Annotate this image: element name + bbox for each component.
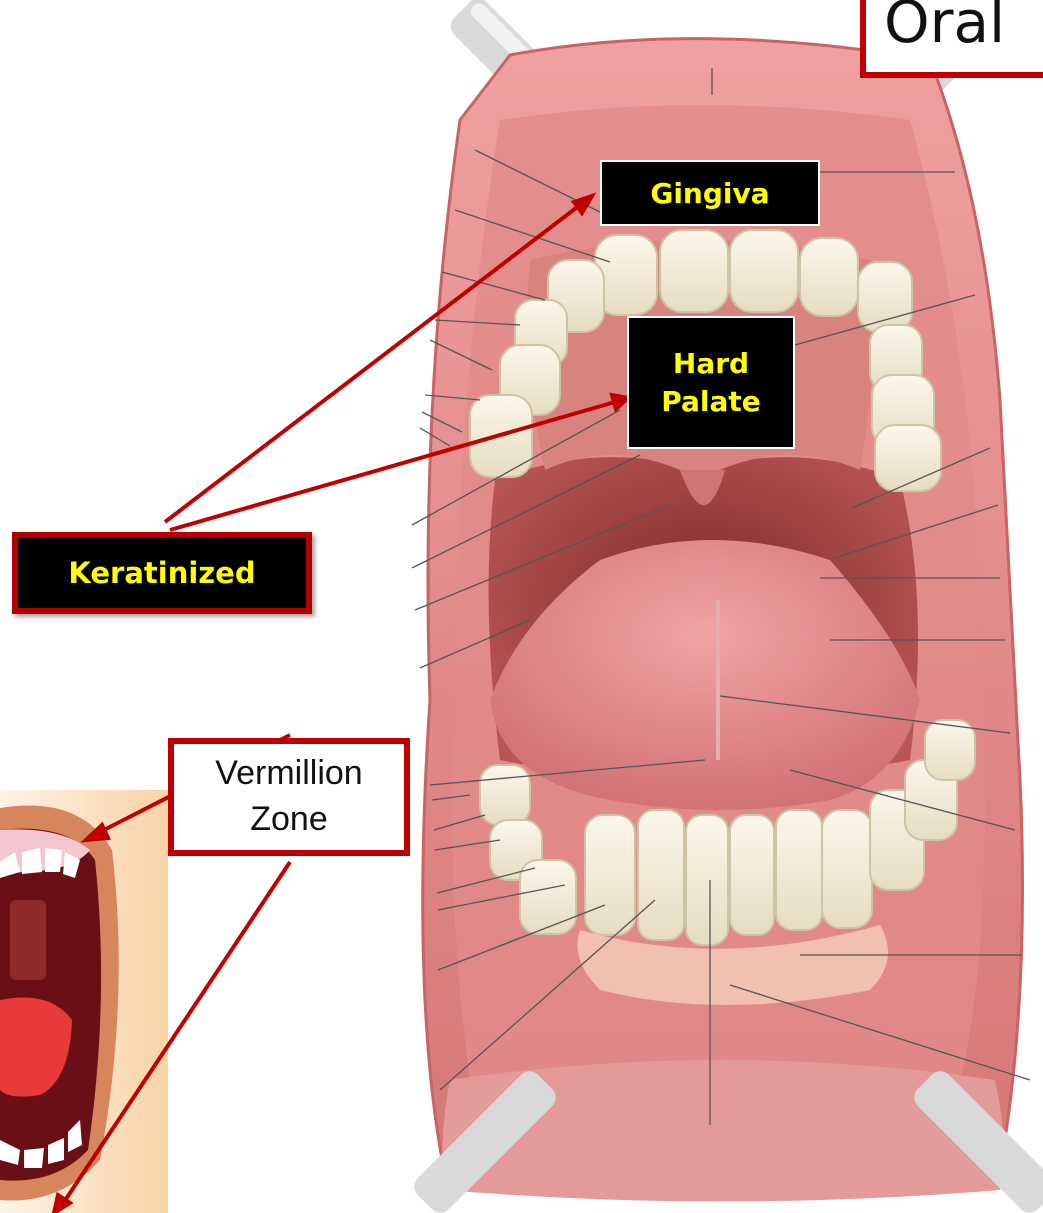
cartoon-mouth-inset [0,790,168,1213]
keratinized-label-text: Keratinized [68,556,255,590]
hard-palate-label-line2: Palate [661,383,761,421]
keratinized-label: Keratinized [12,532,312,614]
title-box: Oral [860,0,1043,78]
vermillion-zone-line1: Vermillion [215,751,362,797]
gingiva-label: Gingiva [600,160,820,226]
page-title: Oral [884,0,1005,56]
hard-palate-label-line1: Hard [673,345,749,383]
vermillion-zone-line2: Zone [250,797,328,843]
hard-palate-label: Hard Palate [627,316,795,449]
gingiva-label-text: Gingiva [650,177,769,210]
vermillion-zone-label: Vermillion Zone [168,738,410,856]
